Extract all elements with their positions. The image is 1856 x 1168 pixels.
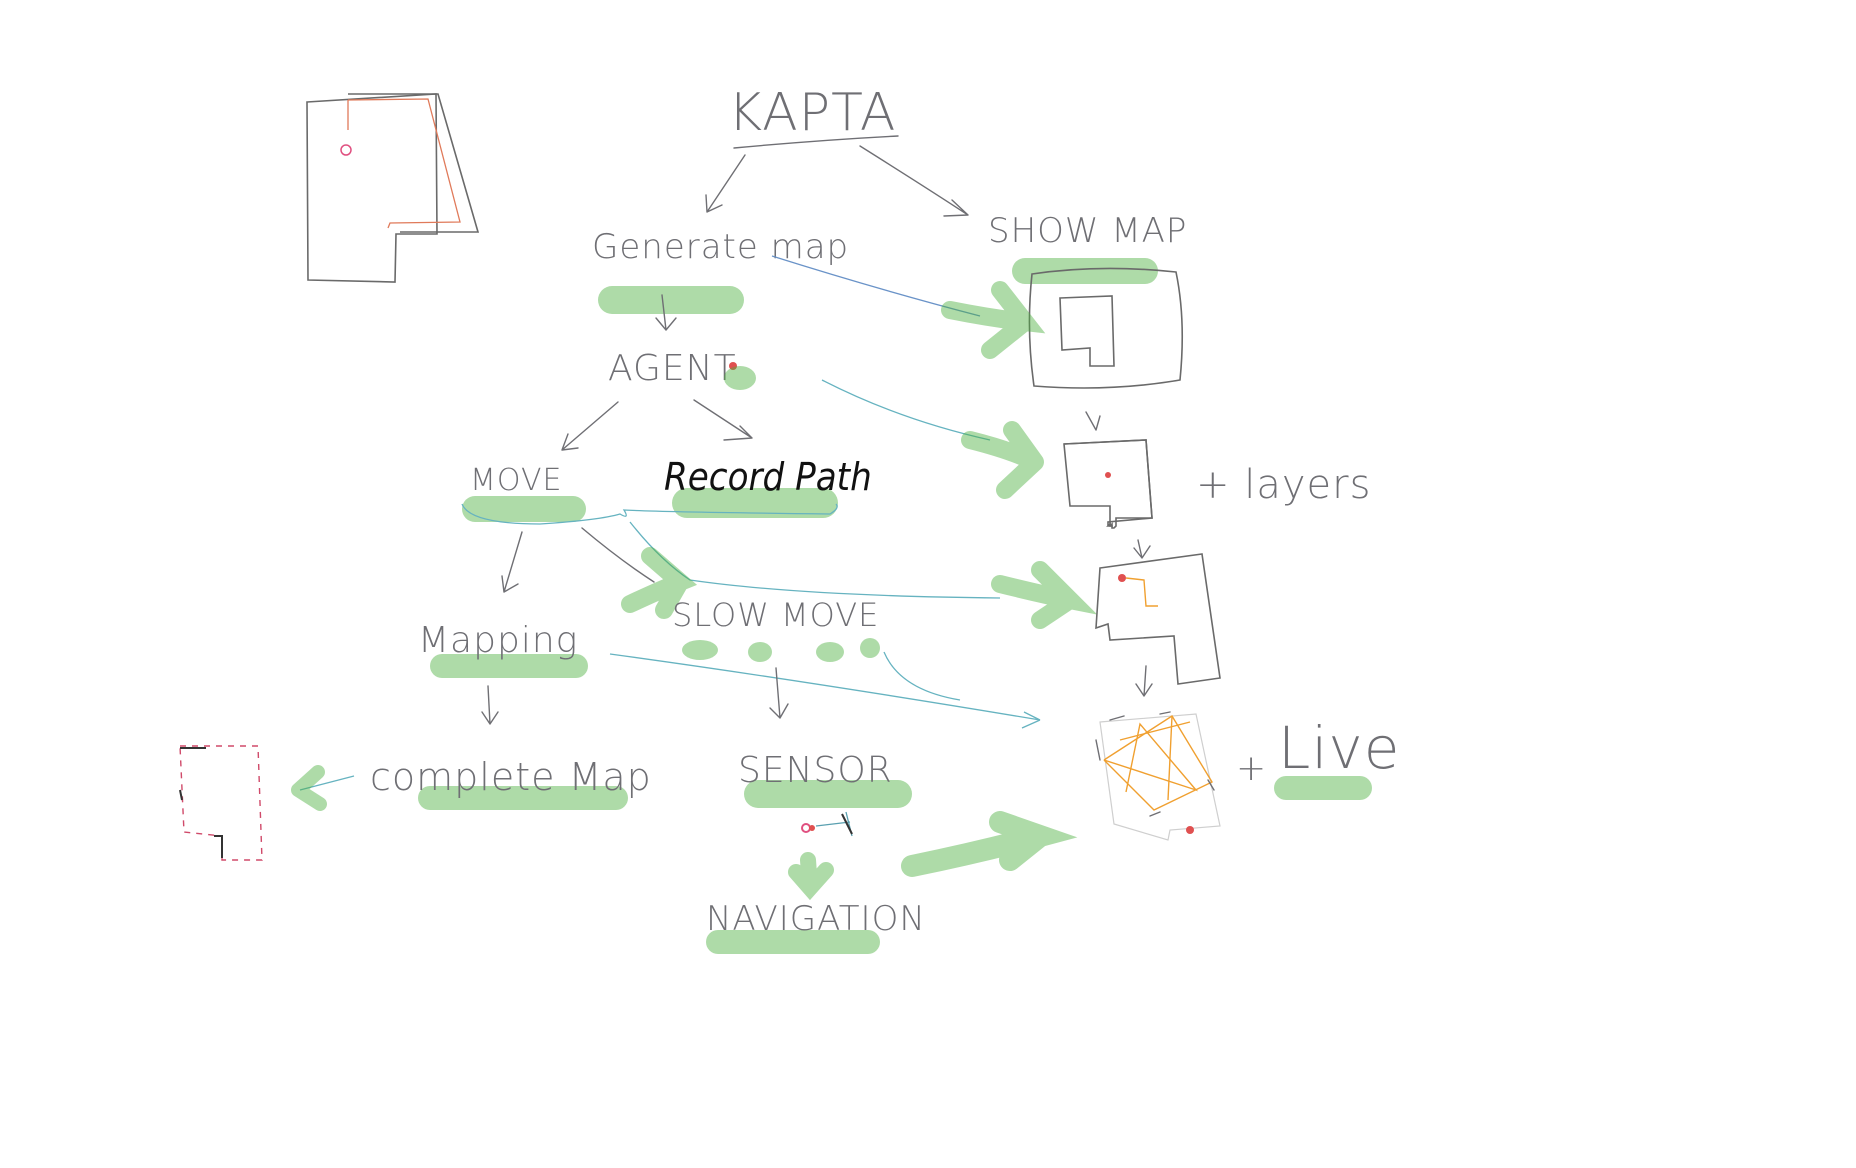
- arrow-green-1: [941, 281, 1046, 359]
- connector-slowmove-to-live: [883, 651, 961, 701]
- arrow-title-to-generate: [705, 154, 746, 213]
- arrow-generate-to-agent: [655, 294, 677, 331]
- arrow-mapping-to-complete: [481, 685, 499, 725]
- title-kapta: KAPTA: [728, 83, 896, 143]
- map-preview-1: [1028, 267, 1184, 389]
- arrow-title-to-showmap: [859, 145, 969, 217]
- highlight-mapping: [430, 654, 588, 678]
- node-agent: AGENT: [608, 348, 737, 389]
- connector-mapping-to-live: [609, 653, 1041, 721]
- arrow-green-5: [291, 765, 327, 811]
- node-show-map: SHOW MAP: [988, 211, 1187, 251]
- map-preview-live: [1095, 711, 1221, 841]
- agent-marker-dot: [729, 362, 737, 370]
- floorplan-sketch-topleft: [306, 93, 480, 283]
- connector-generate-to-map: [771, 255, 981, 317]
- arrow-agent-to-move: [561, 401, 619, 451]
- highlight-complete-map: [418, 786, 628, 810]
- node-generate-map: Generate map: [592, 227, 849, 267]
- dashed-final-map: [179, 745, 263, 861]
- map-preview-3: [1095, 553, 1221, 685]
- highlight-generate-map: [598, 286, 744, 314]
- arrow-move-to-mapping: [501, 531, 523, 593]
- highlight-slow-move: [682, 638, 880, 662]
- node-complete-map: complete Map: [370, 755, 652, 799]
- arrow-green-2: [961, 421, 1044, 499]
- live-label: Live: [1278, 714, 1400, 782]
- sensor-beam-sketch: [801, 811, 853, 837]
- node-navigation: NAVIGATION: [706, 899, 926, 939]
- node-mapping: Mapping: [418, 620, 578, 661]
- arrow-move-to-slowmove: [581, 527, 655, 583]
- title-underline: [733, 135, 899, 149]
- connector-move-to-map3: [629, 521, 1001, 599]
- arrow-green-4: [621, 547, 698, 619]
- arrow-green-7: [901, 811, 1078, 877]
- label-plus: +: [1236, 748, 1267, 789]
- connector-agent-to-layers: [821, 379, 991, 441]
- arrow-slowmove-to-sensor: [769, 667, 789, 719]
- arrow-map1-to-map2: [1085, 411, 1101, 431]
- generate-map-label: Generate map: [592, 227, 849, 267]
- brace-move-record: [461, 503, 838, 525]
- arrow-agent-to-record: [693, 399, 753, 441]
- highlight-show-map: [1012, 258, 1158, 284]
- highlight-navigation: [706, 930, 880, 954]
- highlight-sensor: [744, 780, 912, 808]
- label-plus-layers: + layers: [1196, 462, 1371, 508]
- connector-complete-to-dashed: [299, 775, 355, 791]
- arrow-map2-to-map3: [1133, 539, 1151, 559]
- node-sensor: SENSOR: [738, 750, 893, 791]
- arrow-green-6: [788, 852, 834, 901]
- node-record-path: Record Path: [664, 455, 872, 499]
- highlight-agent-dot: [724, 366, 756, 390]
- label-live: Live: [1278, 714, 1400, 782]
- node-move: MOVE: [470, 463, 562, 498]
- highlight-live: [1274, 776, 1372, 800]
- arrow-green-3: [991, 561, 1098, 629]
- map-preview-2: [1063, 439, 1153, 529]
- highlight-record-path: [672, 488, 838, 518]
- highlight-move: [462, 496, 586, 522]
- arrow-map3-to-live: [1135, 665, 1153, 697]
- arrowhead-teal: [1021, 711, 1041, 729]
- node-slow-move: SLOW MOVE: [672, 596, 879, 634]
